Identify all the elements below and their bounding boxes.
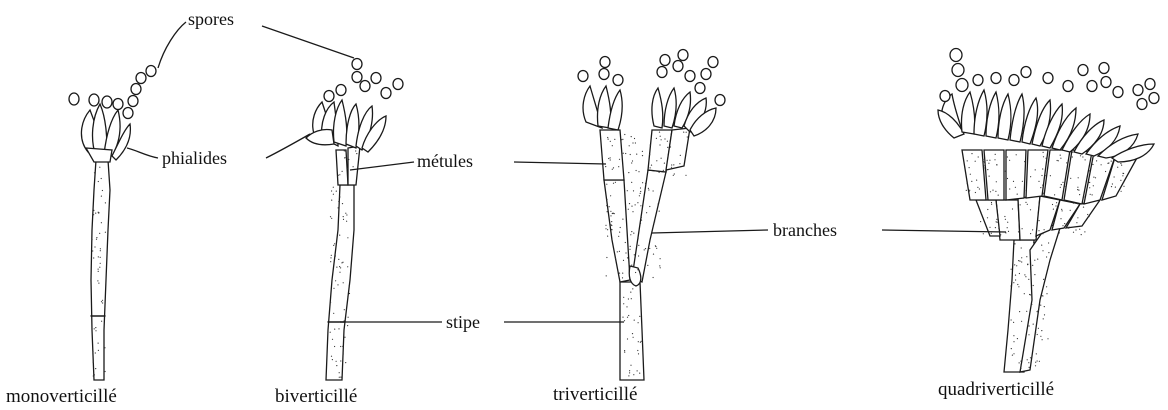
mono-spores: [69, 66, 156, 119]
bi-stipe: [326, 185, 354, 380]
label-stipe: stipe: [446, 312, 480, 332]
caption-biverticille: biverticillé: [275, 386, 357, 407]
label-spores: spores: [188, 9, 234, 29]
bi-phialides: [306, 100, 386, 152]
quadriverticillate-structure: [938, 49, 1159, 373]
labels: spores phialides métules branches stipe: [162, 9, 837, 332]
phialides-leader-right: [266, 134, 310, 158]
tri-phialides: [583, 86, 716, 136]
mono-stipe: [91, 160, 110, 380]
caption-quadriverticille: quadriverticillé: [938, 379, 1054, 400]
metules-leader-left: [350, 162, 414, 170]
spores-leader-right: [262, 26, 354, 58]
bi-metule-left: [336, 150, 348, 185]
triverticillate-structure: [578, 50, 725, 381]
caption-triverticille: triverticillé: [553, 384, 637, 405]
label-phialides: phialides: [162, 148, 227, 168]
metules-leader-right: [514, 162, 606, 164]
leader-lines: [127, 22, 1006, 322]
bi-metule-right: [348, 146, 360, 185]
monoverticillate-structure: [69, 66, 156, 381]
biverticillate-structure: [306, 59, 403, 381]
label-metules: métules: [417, 151, 473, 171]
bi-spores: [324, 59, 403, 102]
spores-leader-left: [158, 22, 186, 68]
tri-stipe: [620, 282, 644, 380]
tri-metule-left: [600, 130, 624, 180]
phialides-leader-left: [127, 148, 158, 158]
tri-branch-right: [632, 170, 666, 282]
label-branches: branches: [773, 220, 837, 240]
branches-leader-left: [652, 230, 768, 233]
caption-monoverticille: monoverticillé: [6, 386, 117, 407]
tri-branch-left: [604, 180, 630, 282]
captions: monoverticillé biverticillé triverticill…: [6, 379, 1054, 407]
